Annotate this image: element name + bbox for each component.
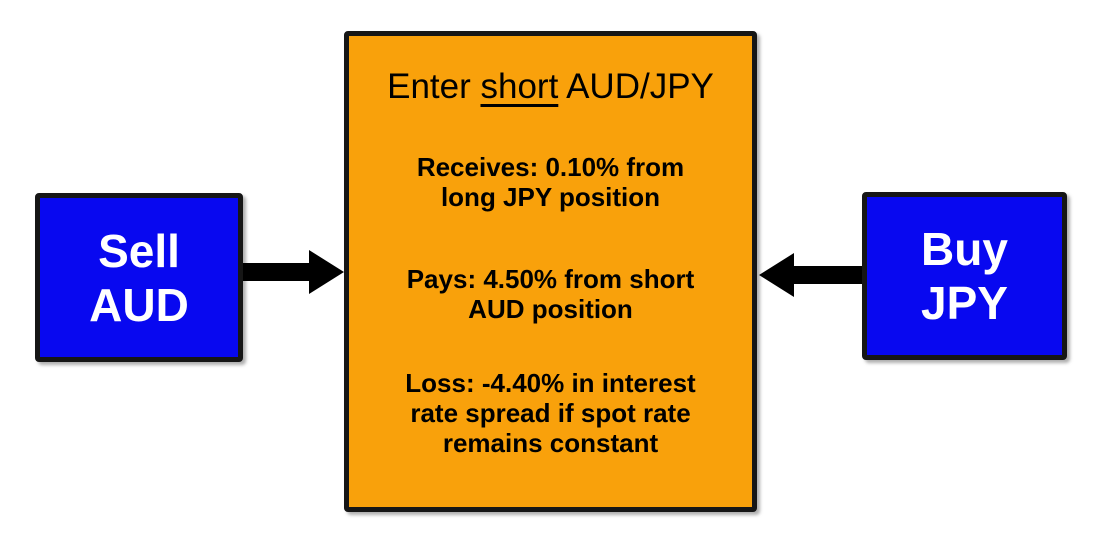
loss-text-block: Loss: -4.40% in interest rate spread if … xyxy=(349,368,752,458)
title-post: AUD/JPY xyxy=(558,67,714,106)
loss-line-2: rate spread if spot rate xyxy=(410,398,691,428)
pays-line-1: Pays: 4.50% from short xyxy=(406,264,695,294)
center-node-title: Enter short AUD/JPY xyxy=(349,66,752,108)
title-pre: Enter xyxy=(387,67,481,106)
arrow-left-icon xyxy=(759,253,862,297)
arrow-right-icon xyxy=(243,250,344,294)
receives-line-2: long JPY position xyxy=(440,182,661,212)
pays-line-2: AUD position xyxy=(468,294,633,324)
pays-text-block: Pays: 4.50% from short AUD position xyxy=(349,264,752,324)
sell-aud-line-1: Sell xyxy=(98,224,180,277)
sell-aud-node: Sell AUD xyxy=(35,193,243,362)
receives-text-block: Receives: 0.10% from long JPY position xyxy=(349,152,752,212)
buy-jpy-node: Buy JPY xyxy=(862,192,1067,360)
buy-jpy-line-2: JPY xyxy=(921,277,1008,329)
title-underlined-word: short xyxy=(480,67,559,106)
receives-line-1: Receives: 0.10% from xyxy=(416,152,685,182)
loss-line-3: remains constant xyxy=(442,428,659,458)
loss-line-1: Loss: -4.40% in interest xyxy=(405,368,696,398)
sell-aud-line-2: AUD xyxy=(89,278,189,331)
buy-jpy-line-1: Buy xyxy=(921,223,1008,275)
enter-short-audjpy-node: Enter short AUD/JPY Receives: 0.10% from… xyxy=(344,31,757,512)
